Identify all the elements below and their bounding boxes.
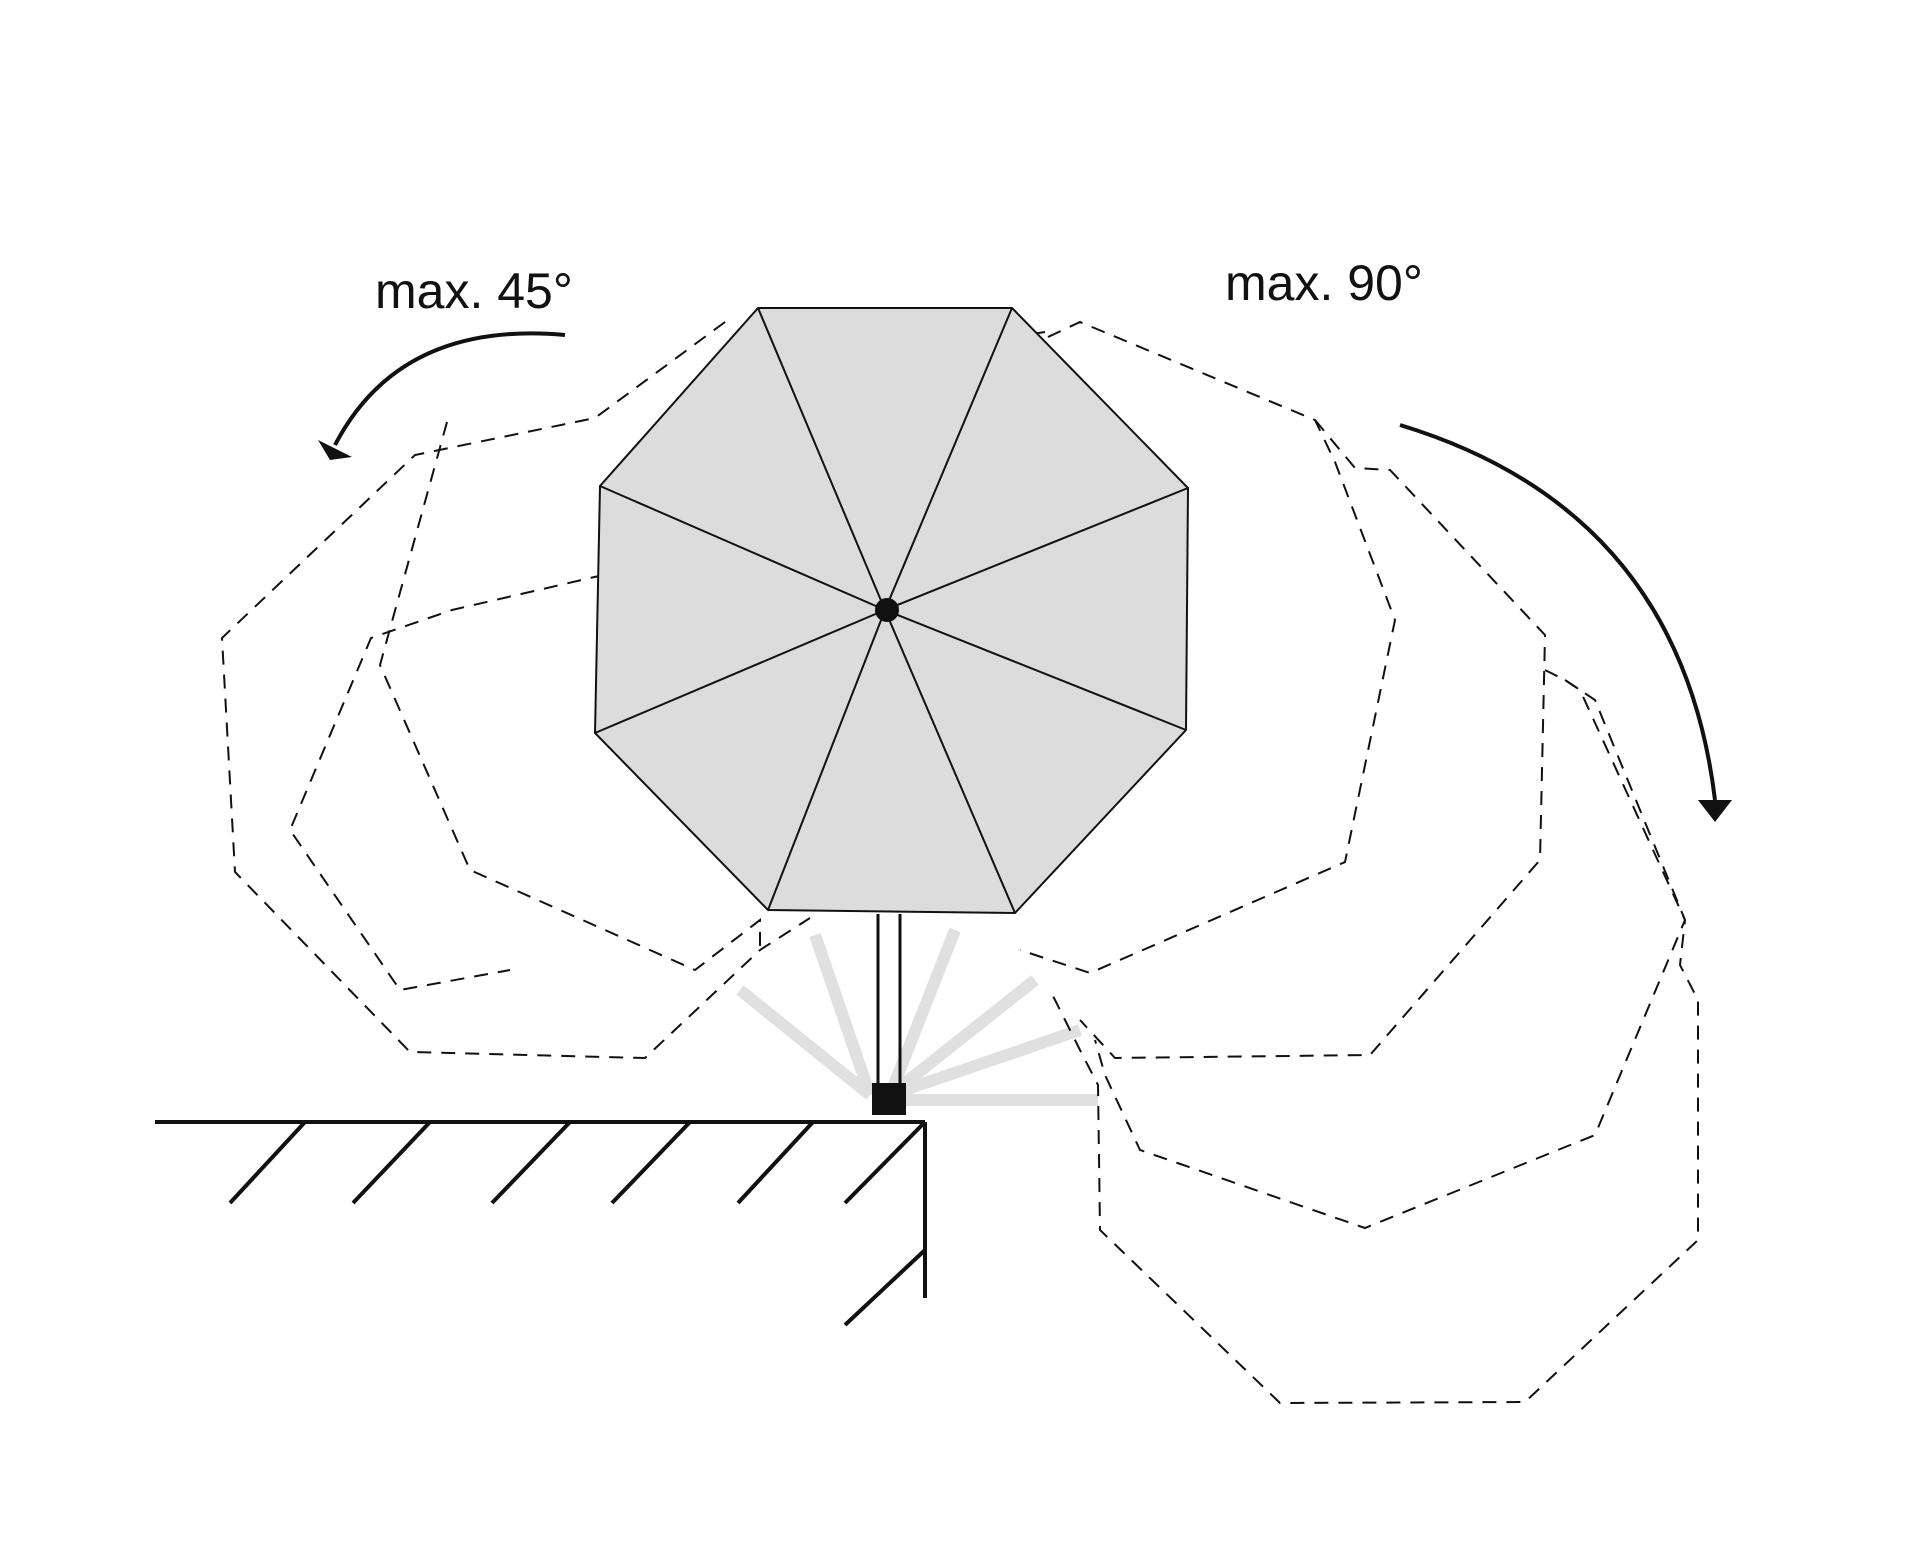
canopy-outline-right-22 xyxy=(1019,320,1397,975)
left-tilt-label: max. 45° xyxy=(375,263,573,319)
canopy-rib xyxy=(757,307,886,611)
hatch-mark xyxy=(843,1120,927,1205)
tilt-pole-ghost-45-right xyxy=(886,975,1039,1100)
canopy-rib xyxy=(767,609,886,911)
right-tilt-label: max. 90° xyxy=(1225,255,1423,311)
tilt-pole-ghost-22-left xyxy=(809,933,876,1097)
right-tilt-arrow-curve xyxy=(1399,423,1717,801)
canopy-rib xyxy=(884,307,1013,611)
canopy-rib xyxy=(599,485,886,611)
hatch-mark xyxy=(736,1120,815,1205)
tilt-pole-ghost-45-left xyxy=(736,985,874,1100)
hatch-mark xyxy=(351,1120,432,1205)
canopy-outline-right-67 xyxy=(1094,669,1687,1230)
canopy-ribs xyxy=(594,307,1189,914)
hatch-mark xyxy=(490,1120,572,1205)
canopy-rib xyxy=(884,609,1187,731)
right-tilt-arrowhead-icon xyxy=(1698,800,1732,822)
canopy-upright xyxy=(593,307,1190,915)
left-tilt-arrow-curve xyxy=(333,331,566,446)
hatch-mark xyxy=(843,1248,927,1327)
tilt-pole-ghost-67-right xyxy=(888,1024,1082,1101)
canopy-rib xyxy=(884,487,1189,611)
pole-base-mount xyxy=(872,1083,906,1115)
left-tilt-arrowhead-icon xyxy=(318,440,352,460)
hatch-mark xyxy=(610,1120,692,1205)
umbrella-pole xyxy=(872,914,906,1115)
canopy-outline-left-45 xyxy=(220,321,811,1060)
canopy-rib xyxy=(594,609,886,734)
canopy-outline-right-90 xyxy=(1049,679,1699,1405)
canopy-outline-right-45 xyxy=(1079,419,1547,1060)
ground-hatching xyxy=(228,1120,927,1327)
hatch-mark xyxy=(228,1120,307,1205)
canopy-hub xyxy=(875,598,899,622)
tilt-pole-ghosts xyxy=(736,927,1098,1106)
canopy-rib xyxy=(884,609,1016,914)
tilt-arrows xyxy=(318,331,1732,822)
ground-surface xyxy=(155,1120,927,1327)
